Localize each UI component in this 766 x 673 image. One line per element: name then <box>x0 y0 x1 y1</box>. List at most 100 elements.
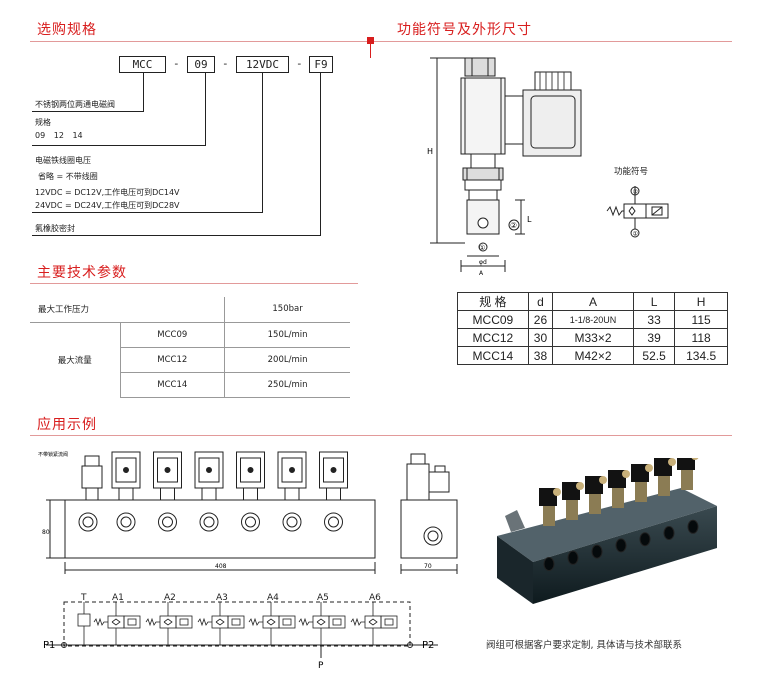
dim-H-label: H <box>427 147 433 156</box>
spec-cell: 39 <box>632 328 676 347</box>
section-rule <box>30 435 732 436</box>
spec-cell: 38 <box>527 346 554 365</box>
leader-line <box>320 73 321 235</box>
table-row: MCC14 38 M42×2 52.5 134.5 <box>457 346 728 365</box>
spec-header: A <box>552 292 634 311</box>
code-series: MCC <box>119 56 166 73</box>
spec-cell: 134.5 <box>674 346 728 365</box>
flow-model: MCC14 <box>120 372 226 398</box>
marker-icon <box>367 37 374 44</box>
leader-line <box>32 212 263 213</box>
port-label: A3 <box>216 593 228 603</box>
table-row: MCC12 200L/min <box>30 347 350 373</box>
schem-valve-box <box>364 615 382 629</box>
spec-header: d <box>527 292 554 311</box>
table-row: MCC12 30 M33×2 39 118 <box>457 328 728 347</box>
port-circle <box>282 512 302 532</box>
leader-line <box>32 235 321 236</box>
port-label: A5 <box>317 593 329 603</box>
leader-line <box>32 145 206 146</box>
code-dash: - <box>173 57 180 70</box>
flow-value: 200L/min <box>224 347 350 373</box>
spec-cell: 115 <box>674 310 728 329</box>
voltage-12: 12VDC = DC12V,工作电压可到DC14V <box>35 188 180 197</box>
spec-cell: 26 <box>527 310 554 329</box>
flow-value: 250L/min <box>224 372 350 398</box>
section-title-symbol: 功能符号及外形尺寸 <box>397 22 532 38</box>
function-symbol-title: 功能符号 <box>614 167 649 177</box>
pressure-label: 最大工作压力 <box>30 297 226 323</box>
table-row: 最大工作压力 150bar <box>30 297 350 323</box>
spec-cell: 30 <box>527 328 554 347</box>
example-caption: 阀组可根据客户要求定制, 具体请与技术部联系 <box>486 640 683 651</box>
spec-cell: 52.5 <box>632 346 676 365</box>
port-p2-label: P2 <box>422 640 434 651</box>
port-circle <box>324 512 343 532</box>
port-circle <box>199 512 219 532</box>
section-title-example: 应用示例 <box>37 417 97 433</box>
spec-cell: M33×2 <box>552 328 634 347</box>
code-voltage: 12VDC <box>236 56 289 73</box>
dim-depth-label: 70 <box>424 563 432 570</box>
params-table: 最大工作压力 150bar 最大流量 MCC09 150L/min MCC12 … <box>30 297 350 398</box>
svg-text:②: ② <box>633 189 639 196</box>
dim-height-label: 80 <box>42 529 50 536</box>
schem-valve-box <box>107 615 125 629</box>
spec-header: H <box>674 292 728 311</box>
schem-valve-box <box>262 615 280 629</box>
function-symbol: ② ① <box>606 186 669 238</box>
marker-stem <box>370 44 371 58</box>
spec-cell: MCC12 <box>457 328 529 347</box>
code-size: 09 <box>187 56 215 73</box>
stop-valve-label: 不带锁紧流阀 <box>38 451 68 458</box>
section-rule <box>30 41 370 42</box>
spec-cell: M42×2 <box>552 346 634 365</box>
section-title-params: 主要技术参数 <box>37 265 127 281</box>
port-circle <box>116 512 136 532</box>
spec-title: 规格 <box>35 118 51 127</box>
table-row: MCC14 250L/min <box>30 372 350 398</box>
leader-line <box>205 73 206 145</box>
voltage-24: 24VDC = DC24V,工作电压可到DC28V <box>35 201 180 210</box>
dim-d-label: φd <box>479 259 487 266</box>
port-label: A2 <box>164 593 176 603</box>
spec-cell: MCC14 <box>457 346 529 365</box>
leader-line <box>32 111 144 112</box>
spec-header: L <box>632 292 676 311</box>
manifold-front-drawing: 不带锁紧流阀 80 408 <box>38 451 376 574</box>
port-label: T <box>80 593 87 603</box>
spec-cell: 1-1/8-20UN <box>552 310 634 329</box>
port-circle <box>241 512 260 532</box>
dim-L-label: L <box>527 215 532 224</box>
seal-desc: 氟橡胶密封 <box>35 224 75 233</box>
schem-valve-box <box>159 615 177 629</box>
section-rule <box>30 283 358 284</box>
spec-cell: MCC09 <box>457 310 529 329</box>
dim-width-label: 408 <box>215 563 227 570</box>
flow-label: 最大流量 <box>30 322 121 397</box>
manifold-side-drawing: 70 <box>400 453 458 574</box>
pressure-value: 150bar <box>224 297 350 323</box>
spec-values: 09 12 14 <box>35 131 83 140</box>
table-header-row: 规 格 d A L H <box>457 292 728 311</box>
port-circle <box>158 512 177 532</box>
section-title-selection: 选购规格 <box>37 22 97 38</box>
svg-text:①: ① <box>633 231 638 238</box>
port-1-label: ① <box>479 244 485 252</box>
manifold-product-image <box>497 458 717 604</box>
section-rule <box>374 41 732 42</box>
table-row: 最大流量 MCC09 150L/min <box>30 322 350 397</box>
valve-desc: 不锈钢两位两通电磁阀 <box>35 100 115 109</box>
voltage-omit: 省略 = 不带线圈 <box>38 172 98 181</box>
dim-A-label: A <box>479 270 484 277</box>
port-label: A4 <box>267 593 279 603</box>
port-label: A6 <box>369 593 381 603</box>
leader-line <box>143 73 144 111</box>
table-row: MCC09 26 1-1/8-20UN 33 115 <box>457 310 728 329</box>
port-circle <box>78 512 98 532</box>
flow-model: MCC09 <box>120 322 226 348</box>
port-label: A1 <box>112 593 124 603</box>
code-seal: F9 <box>309 56 333 73</box>
flow-model: MCC12 <box>120 347 226 373</box>
